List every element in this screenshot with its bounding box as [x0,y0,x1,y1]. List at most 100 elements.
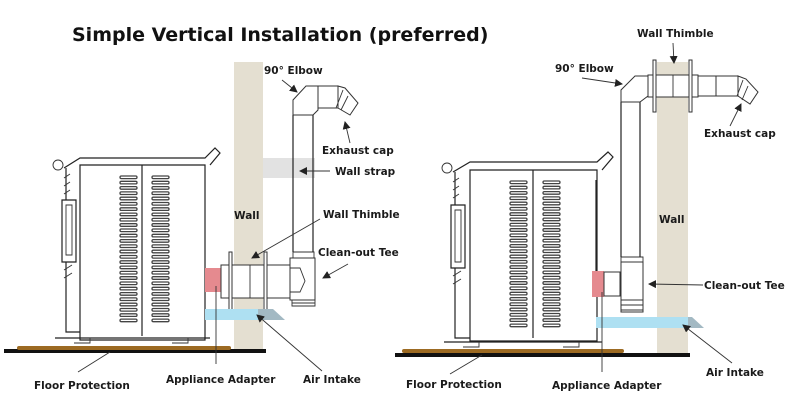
vent-slot [542,196,561,201]
vent-slot [119,196,138,201]
vent-slot [151,302,170,307]
vent-slot [542,201,561,206]
vent-slot [119,281,138,286]
vent-slot [151,207,170,212]
vent-slot [542,270,561,275]
vent-slot [151,254,170,259]
vent-slot [119,212,138,217]
vent-slot [542,302,561,307]
vent-slot [119,297,138,302]
vent-slot [151,223,170,227]
vent-slot [542,212,561,217]
vent-slot [509,312,528,317]
label-appliance-adapter: Appliance Adapter [166,374,276,386]
vent-slot [151,180,170,185]
floor-protection [402,349,624,353]
label-exhaust-cap: Exhaust cap [704,128,776,140]
vent-slot [151,217,170,222]
vent-slot [509,243,528,248]
label-wall: Wall [659,214,685,226]
vent-slot [119,207,138,212]
vent-slot [509,206,528,211]
vent-slot [509,259,528,264]
label-floor-protection: Floor Protection [34,380,130,392]
vent-slot [542,323,561,328]
vent-slot [151,191,170,196]
vent-slot [151,291,170,296]
vent-slot [151,307,170,312]
vent-slot [542,259,561,264]
elbow [620,75,649,103]
vent-slot [542,217,561,222]
vertical-pipe [292,115,314,252]
wall-thimble [220,251,298,311]
pellet-stove [52,147,221,344]
vent-slot [151,196,170,201]
vent-slot [119,201,138,206]
vent-slot [542,180,561,185]
air-intake [205,309,258,320]
vent-slot [509,318,528,323]
floor [4,349,266,353]
vent-slot [542,296,561,301]
vent-slot [151,185,170,190]
vent-slot [151,233,170,238]
vertical-pipe [595,102,641,271]
vent-slot [542,206,561,211]
vent-slots-left [509,180,528,328]
air-intake [596,317,688,328]
label-elbow: 90° Elbow [555,63,614,75]
vent-slot [542,318,561,323]
vent-slots-right [151,175,170,323]
vent-slot [119,286,138,291]
vent-slot [151,212,170,217]
vent-slot [119,291,138,296]
vent-slot [119,228,138,233]
vent-slot [542,190,561,195]
vent-slot [151,238,170,243]
vent-slot [119,175,138,180]
vent-slot [542,249,561,254]
vent-slot [119,302,138,307]
label-air-intake: Air Intake [706,367,764,379]
vent-slot [542,312,561,317]
label-appliance-adapter: Appliance Adapter [552,380,662,392]
vent-slot [509,249,528,254]
vent-slot [509,217,528,222]
vent-slot [119,238,138,243]
vent-slot [542,228,561,232]
vent-slot [119,223,138,227]
vent-slot [509,180,528,185]
vent-slot [542,307,561,312]
vent-slot [509,302,528,307]
vent-slot [542,291,561,296]
vent-slot [119,318,138,323]
vent-slot [509,291,528,296]
exhaust-cap [697,75,759,105]
vent-slot [119,313,138,318]
vent-slot [119,265,138,270]
floor [395,353,690,357]
vent-slot [119,217,138,222]
label-elbow: 90° Elbow [264,65,323,77]
vent-slot [151,175,170,180]
vent-slot [509,296,528,301]
label-wall-thimble: Wall Thimble [323,209,400,221]
appliance-adapter [205,268,221,292]
vent-slot [119,254,138,259]
vent-slot [509,222,528,227]
air-intake-end [688,317,704,328]
vent-slot [509,265,528,270]
vent-slot [509,201,528,206]
vent-slot [151,265,170,270]
vent-slot [509,307,528,312]
vent-slot [119,185,138,190]
vent-slot [151,244,170,249]
air-intake-end [258,309,285,320]
vent-slot [509,228,528,232]
diagram-simple-vertical: 90° Elbow Exhaust cap Wall strap Wall Wa… [4,62,400,392]
vent-slot [509,212,528,217]
label-clean-out-tee: Clean-out Tee [318,247,399,259]
vent-slot [509,286,528,291]
